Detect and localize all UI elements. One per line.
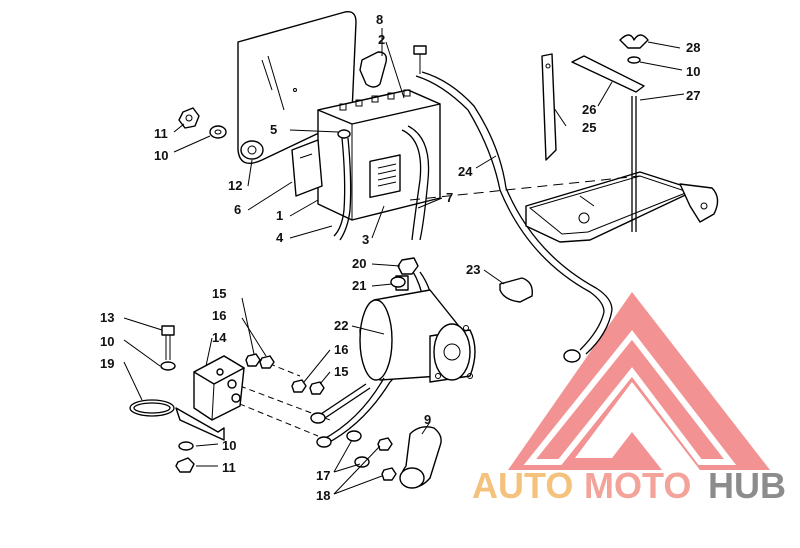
washer-10-solenoid bbox=[160, 361, 176, 371]
callout-1: 1 bbox=[276, 208, 283, 223]
callout-8: 8 bbox=[376, 12, 383, 27]
callout-9: 9 bbox=[424, 412, 431, 427]
callout-12: 12 bbox=[228, 178, 242, 193]
starter-solenoid bbox=[175, 355, 245, 441]
callout-10-tray: 10 bbox=[686, 64, 700, 79]
starter-motor bbox=[359, 275, 476, 383]
bolt-13 bbox=[161, 325, 175, 360]
strap-plate-26 bbox=[571, 55, 645, 93]
battery-bracket-6 bbox=[291, 139, 323, 197]
nut-11-bottom bbox=[175, 457, 195, 473]
callout-25: 25 bbox=[582, 120, 596, 135]
callout-26: 26 bbox=[582, 102, 596, 117]
washer-10-tray bbox=[627, 56, 641, 64]
watermark-moto: MOTO bbox=[584, 465, 691, 506]
callout-21: 21 bbox=[352, 278, 366, 293]
callout-16-upper: 16 bbox=[212, 308, 226, 323]
callout-7: 7 bbox=[446, 190, 453, 205]
callout-11-top: 11 bbox=[154, 126, 168, 141]
nut-20 bbox=[397, 257, 419, 275]
watermark-auto: AUTO bbox=[472, 465, 573, 506]
battery bbox=[317, 89, 441, 221]
logo-inner-icon bbox=[523, 330, 737, 465]
callout-10-bottom: 10 bbox=[222, 438, 236, 453]
terminal-cap-8 bbox=[359, 51, 388, 88]
cable-end-21 bbox=[390, 276, 406, 288]
callout-6: 6 bbox=[234, 202, 241, 217]
callout-23: 23 bbox=[466, 262, 480, 277]
callout-28: 28 bbox=[686, 40, 700, 55]
watermark-hub: HUB bbox=[708, 465, 786, 506]
tie-rod-27 bbox=[631, 96, 637, 232]
washer-10-bottom bbox=[178, 441, 194, 451]
callout-18: 18 bbox=[316, 488, 330, 503]
battery-tray bbox=[525, 171, 719, 243]
wing-nut-28 bbox=[619, 34, 649, 49]
callout-13: 13 bbox=[100, 310, 114, 325]
callout-24: 24 bbox=[458, 164, 473, 179]
boot-9 bbox=[399, 426, 442, 489]
callout-20: 20 bbox=[352, 256, 366, 271]
washers-17-18 bbox=[346, 430, 397, 481]
bolt-top bbox=[413, 45, 427, 74]
callout-10-top: 10 bbox=[154, 148, 168, 163]
callout-10-solenoid: 10 bbox=[100, 334, 114, 349]
callout-17: 17 bbox=[316, 468, 330, 483]
callout-27: 27 bbox=[686, 88, 700, 103]
callout-11-bottom: 11 bbox=[222, 460, 236, 475]
callout-leaders bbox=[123, 28, 685, 495]
hold-down-strap-25 bbox=[541, 53, 557, 161]
terminal-bolt-5 bbox=[337, 129, 351, 139]
solenoid-cables bbox=[310, 377, 391, 448]
nut-11-top bbox=[178, 107, 200, 129]
watermark-text: AUTO MOTO HUB bbox=[472, 465, 786, 506]
callout-5: 5 bbox=[270, 122, 277, 137]
callout-4: 4 bbox=[276, 230, 284, 245]
callout-15-lower: 15 bbox=[334, 364, 348, 379]
boot-23 bbox=[499, 277, 533, 303]
clamp-19 bbox=[129, 399, 175, 417]
watermark-logo bbox=[508, 292, 770, 470]
washer-10-top bbox=[209, 125, 227, 139]
callout-14: 14 bbox=[212, 330, 227, 345]
callout-labels: 8 2 5 11 10 12 6 1 4 3 7 24 28 10 26 27 … bbox=[100, 12, 700, 503]
callout-15-upper: 15 bbox=[212, 286, 226, 301]
callout-16-lower: 16 bbox=[334, 342, 348, 357]
callout-3: 3 bbox=[362, 232, 369, 247]
callout-19: 19 bbox=[100, 356, 114, 371]
callout-22: 22 bbox=[334, 318, 348, 333]
callout-2: 2 bbox=[378, 32, 385, 47]
small-nuts bbox=[245, 353, 325, 395]
